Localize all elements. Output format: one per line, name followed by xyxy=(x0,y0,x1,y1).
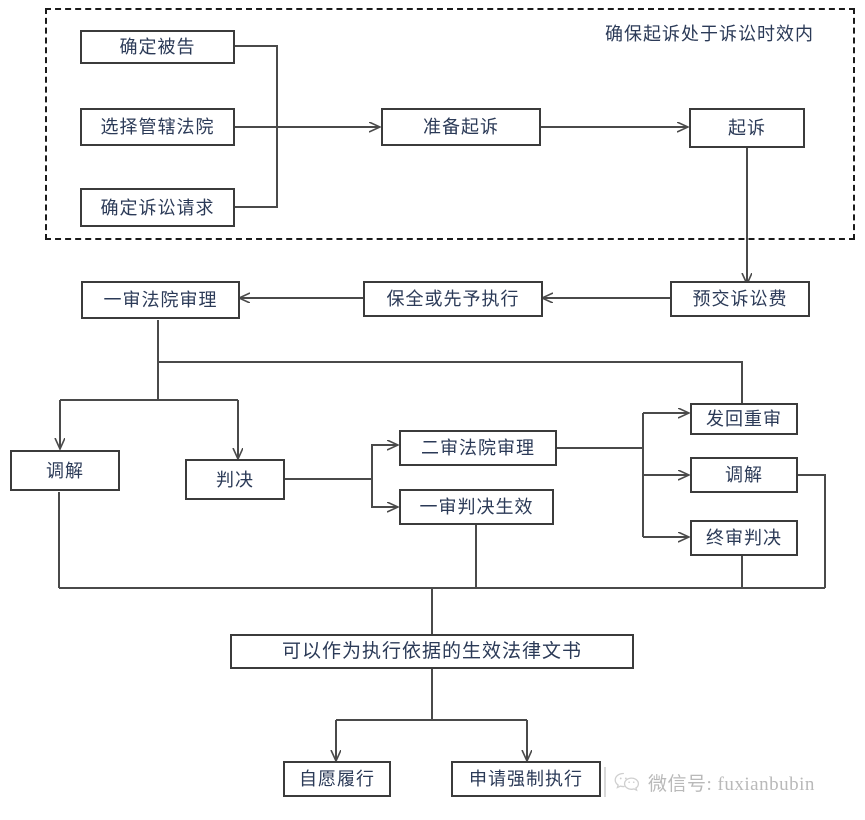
node-select-jurisdiction-court[interactable]: 选择管辖法院 xyxy=(80,108,235,146)
node-enforceable-legal-document[interactable]: 可以作为执行依据的生效法律文书 xyxy=(230,634,634,669)
wechat-icon xyxy=(614,772,640,792)
node-mediation-first-instance[interactable]: 调解 xyxy=(10,450,120,491)
preparation-phase-region xyxy=(45,8,855,240)
limitation-period-note: 确保起诉处于诉讼时效内 xyxy=(605,24,814,44)
node-preservation-or-advance-execution[interactable]: 保全或先予执行 xyxy=(363,281,543,317)
node-mediation-second-instance[interactable]: 调解 xyxy=(690,457,798,493)
node-voluntary-performance[interactable]: 自愿履行 xyxy=(283,761,391,797)
node-first-instance-trial[interactable]: 一审法院审理 xyxy=(81,281,240,319)
node-remand-for-retrial[interactable]: 发回重审 xyxy=(690,403,798,435)
node-determine-claims[interactable]: 确定诉讼请求 xyxy=(80,188,235,227)
node-first-instance-judgment-effective[interactable]: 一审判决生效 xyxy=(399,489,554,525)
node-determine-defendant[interactable]: 确定被告 xyxy=(80,30,235,64)
watermark-text: 微信号: fuxianbubin xyxy=(648,773,815,795)
node-apply-compulsory-enforcement[interactable]: 申请强制执行 xyxy=(451,761,601,797)
node-judgment[interactable]: 判决 xyxy=(185,459,285,500)
node-second-instance-trial[interactable]: 二审法院审理 xyxy=(399,430,557,466)
watermark: 微信号: fuxianbubin xyxy=(604,767,815,797)
node-prepay-litigation-fee[interactable]: 预交诉讼费 xyxy=(670,281,810,317)
node-final-judgment[interactable]: 终审判决 xyxy=(690,520,798,556)
node-prepare-lawsuit[interactable]: 准备起诉 xyxy=(381,108,541,146)
watermark-divider xyxy=(604,767,606,797)
node-file-lawsuit[interactable]: 起诉 xyxy=(689,108,805,148)
